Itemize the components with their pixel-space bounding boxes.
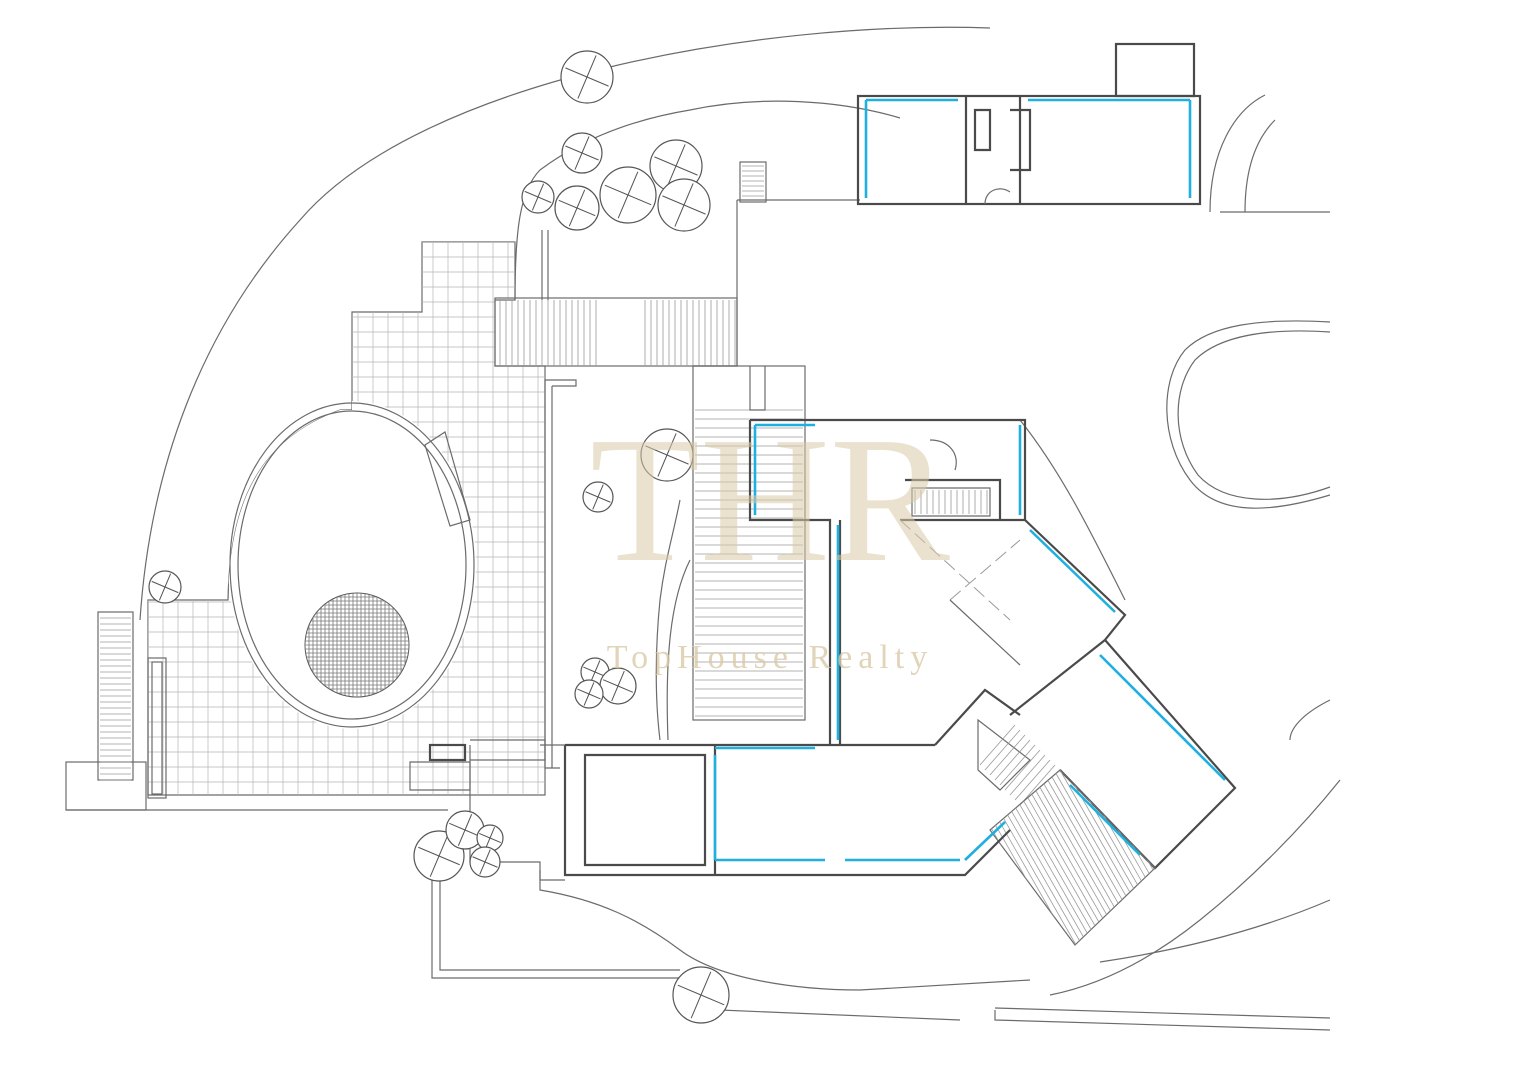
- tree-icon: [554, 185, 600, 231]
- watermark-text: TopHouse Realty: [607, 639, 934, 676]
- tree-icon: [560, 50, 614, 104]
- tree-icon: [640, 428, 694, 482]
- tree-icon: [469, 846, 501, 878]
- watermark-monogram: THR: [590, 400, 950, 599]
- window-segment: [864, 98, 1192, 198]
- tree-icon: [521, 180, 555, 214]
- watermark: THR TopHouse Realty: [590, 400, 950, 676]
- tree-icon: [657, 178, 711, 232]
- site-boundary: [139, 26, 1341, 1031]
- tree-icon: [148, 570, 182, 604]
- oval-pool: [229, 402, 475, 728]
- tree-icon: [561, 132, 603, 174]
- trees: [148, 50, 730, 1024]
- window-segment: [713, 423, 1226, 862]
- tree-icon: [599, 166, 657, 224]
- central-top-stair: [494, 161, 767, 367]
- tree-icon: [672, 966, 730, 1024]
- tiled-terrace: [147, 241, 546, 796]
- top-right-building: [856, 42, 1202, 206]
- tree-icon: [582, 481, 614, 513]
- tree-icon: [574, 679, 604, 709]
- left-stair: [65, 611, 448, 811]
